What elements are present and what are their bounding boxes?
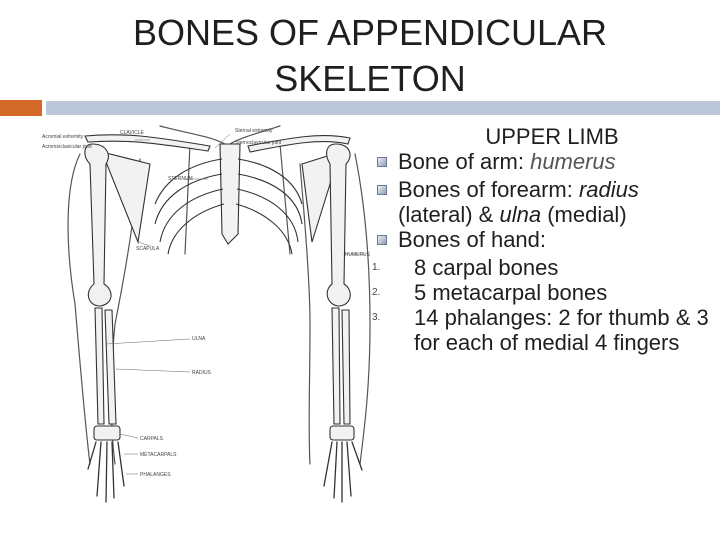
slide-title: BONES OF APPENDICULAR SKELETON [60, 10, 680, 102]
square-bullet-icon [377, 157, 387, 167]
left-humerus [84, 143, 112, 307]
leader-line [119, 433, 139, 439]
title-divider [0, 100, 720, 116]
content-panel: UPPER LIMB Bone of arm: humerus Bones of… [372, 124, 712, 355]
label-sternoclavicular-joint: Sternoclavicular joint [235, 140, 282, 146]
torso-left-outline [184, 143, 191, 255]
section-heading: UPPER LIMB [485, 124, 619, 149]
numbered-item: 3. 14 phalanges: 2 for thumb & 3 for eac… [372, 305, 712, 355]
rib [159, 188, 299, 243]
item-detail: humerus [530, 149, 616, 174]
left-finger [117, 441, 125, 487]
upper-limb-diagram: CLAVICLE Acromial extremity Acromioclavi… [42, 125, 371, 503]
right-radius [341, 309, 351, 425]
item-lateral: (lateral) & [398, 202, 500, 227]
number-marker: 2. [372, 287, 381, 298]
label-metacarpals: METACARPALS [140, 452, 177, 458]
left-finger [105, 441, 108, 503]
item-ulna: ulna [499, 202, 542, 227]
left-carpals [93, 425, 121, 441]
square-bullet-icon [377, 235, 387, 245]
label-scapula: SCAPULA [136, 246, 160, 252]
right-carpals [329, 425, 355, 441]
list-item: Bones of hand: [372, 227, 712, 255]
leader-line [214, 133, 231, 149]
bullet-marker [372, 177, 398, 205]
number-marker: 1. [372, 262, 381, 273]
body-outline [159, 125, 281, 145]
right-ulna [331, 307, 341, 425]
label-humerus: HUMERUS [345, 252, 371, 258]
list-item: Bone of arm: humerus [372, 149, 712, 177]
skeleton-illustration: CLAVICLE Acromial extremity Acromioclavi… [40, 124, 380, 524]
right-finger [351, 441, 363, 471]
numbered-item: 2. 5 metacarpal bones [372, 280, 712, 305]
leader-line [115, 368, 191, 373]
leader-line [137, 241, 151, 247]
square-bullet-icon [377, 185, 387, 195]
bullet-marker [372, 227, 398, 255]
torso-right-outline [279, 143, 291, 255]
item-radius: radius [578, 177, 639, 202]
label-acromial-extremity: Acromial extremity [42, 134, 84, 140]
numbered-item: 1. 8 carpal bones [372, 255, 712, 280]
right-arm-outline [299, 153, 371, 465]
divider-band [46, 101, 720, 115]
label-phalanges: PHALANGES [140, 472, 171, 478]
left-ulna [94, 307, 105, 425]
left-clavicle [84, 134, 211, 152]
right-clavicle [247, 135, 351, 153]
left-finger [87, 441, 97, 470]
title-line-2: SKELETON [274, 58, 466, 99]
label-ulna: ULNA [192, 336, 206, 342]
numbered-text: 8 carpal bones [414, 255, 559, 280]
item-label: Bones of forearm: [398, 177, 579, 202]
item-label: Bone of arm: [398, 149, 531, 174]
left-finger [96, 441, 102, 497]
rib [167, 203, 293, 255]
left-finger [111, 441, 115, 499]
item-medial: (medial) [541, 202, 627, 227]
rib [154, 158, 303, 205]
list-item: Bones of forearm: radius (lateral) & uln… [372, 177, 712, 227]
divider-accent [0, 100, 42, 116]
leader-line [105, 338, 191, 345]
label-sternum: STERNUM [168, 176, 193, 182]
label-acromioclavicular-joint: Acromioclavicular joint [42, 144, 92, 150]
label-clavicle: CLAVICLE [120, 130, 144, 136]
item-label: Bones of hand: [398, 227, 547, 252]
right-finger [323, 441, 333, 487]
left-radius [104, 309, 117, 425]
title-line-1: BONES OF APPENDICULAR [132, 12, 608, 53]
numbered-text: 5 metacarpal bones [414, 280, 608, 305]
rib [154, 173, 303, 225]
label-carpals: CARPALS [140, 436, 164, 442]
number-marker: 3. [372, 312, 381, 323]
bullet-marker [372, 149, 398, 177]
right-humerus [326, 143, 351, 307]
left-scapula [101, 151, 151, 245]
numbered-text: 14 phalanges: 2 for thumb & 3 for each o… [414, 305, 709, 355]
label-sternal-extremity: Sternal extremity [235, 128, 273, 134]
sternum-bone [219, 143, 241, 245]
right-finger [346, 441, 352, 497]
right-finger [333, 441, 338, 499]
label-radius: RADIUS [192, 370, 212, 376]
